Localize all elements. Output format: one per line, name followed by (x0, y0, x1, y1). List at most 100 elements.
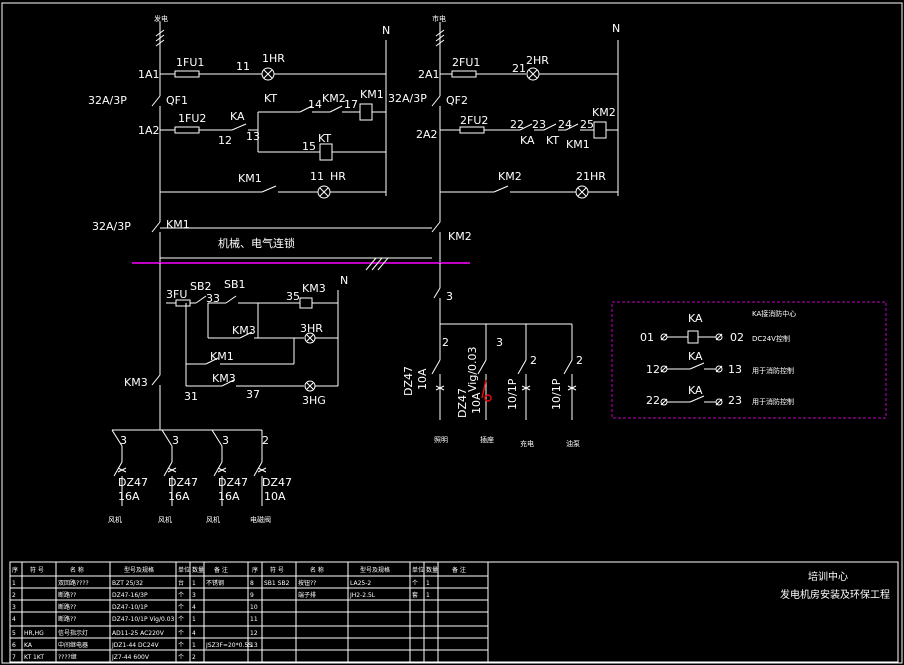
mains-2fu1: 2FU1 (452, 56, 480, 69)
legend-symbols (660, 330, 723, 406)
fan-branch-breaker: DZ47 (118, 476, 148, 489)
fan-sb1: SB1 (224, 278, 246, 291)
th-note: 备 注 (214, 566, 228, 574)
mains-2fu2: 2FU2 (460, 114, 488, 127)
table-cell: 4 (192, 604, 196, 611)
table-cell: 3 (192, 592, 196, 599)
legend-c2-to: 23 (728, 394, 742, 407)
gen-qf1: QF1 (166, 94, 188, 107)
th-symbol2: 符 号 (270, 566, 284, 574)
mains-km1: KM1 (566, 138, 590, 151)
gen-1a1: 1A1 (138, 68, 160, 81)
fan-branch-rating: 10A (264, 490, 286, 503)
table-cell: JZ7-44 600V (111, 654, 150, 661)
table-cell: 双回路???? (58, 579, 89, 587)
mains-21hr: 21HR (576, 170, 606, 183)
th-name2: 名 称 (310, 566, 324, 574)
th-qty2: 数量 (426, 566, 438, 574)
gen-source-label: 发电 (154, 14, 168, 23)
output-branches (431, 263, 577, 420)
mains-23: 23 (532, 118, 546, 131)
table-cell: 不锈钢 (206, 579, 224, 587)
fan-branch-pole: 2 (262, 434, 269, 447)
legend-c2-note: 用于消防控制 (752, 397, 794, 406)
table-cell: 断路?? (58, 615, 76, 623)
mains-circuit (431, 22, 619, 262)
fan-37: 37 (246, 388, 260, 401)
table-cell: ????继 (58, 653, 77, 661)
legend-c1-note: 用于消防控制 (752, 366, 794, 375)
table-cell: 个 (178, 592, 184, 599)
th-name: 名 称 (70, 566, 84, 574)
gen-17: 17 (344, 98, 358, 111)
legend-c1-from: 12 (646, 363, 660, 376)
mains-source-label: 市电 (432, 14, 446, 23)
fan-km3-contact2: KM3 (212, 372, 236, 385)
table-cell: JDZ1-44 DC24V (111, 642, 159, 649)
table-cell: 1 (192, 580, 196, 587)
table-cell: 12 (250, 630, 258, 637)
table-cell: 断路?? (58, 603, 76, 611)
table-cell: 台 (178, 579, 184, 587)
table-cell: 2 (12, 592, 16, 599)
mains-2a2: 2A2 (416, 128, 438, 141)
gen-km1-contact: KM1 (238, 172, 262, 185)
fan-branch-name: 风机 (206, 515, 220, 524)
fan-3hg: 3HG (302, 394, 326, 407)
titleblock-org: 培训中心 (808, 570, 848, 583)
gen-km2: KM2 (322, 92, 346, 105)
gen-hr-b: HR (330, 170, 346, 183)
table-cell: 9 (250, 592, 254, 599)
mains-22: 22 (510, 118, 524, 131)
gen-1fu2: 1FU2 (178, 112, 206, 125)
mains-km2-coil: KM2 (592, 106, 616, 119)
table-cell: 按钮?? (298, 579, 316, 587)
output-pole: 2 (576, 354, 583, 367)
gen-rating: 32A/3P (88, 94, 127, 107)
gen-12: 12 (218, 134, 232, 147)
table-cell: 1 (192, 616, 196, 623)
mains-kt: KT (546, 134, 559, 147)
fan-km3-main: KM3 (124, 376, 148, 389)
bus-tick (365, 257, 389, 271)
fan-feed (151, 263, 161, 430)
table-cell: 中间继电器 (58, 641, 88, 649)
gen-kt-coil: KT (318, 132, 331, 145)
mains-2hr: 2HR (526, 54, 549, 67)
table-cell: LA25-2 (350, 580, 371, 587)
parts-table-header: 序 符 号 名 称 型号及规格 单位 数量 备 注 序 符 号 名 称 型号及规… (12, 566, 466, 574)
table-cell: AD11-25 AC220V (112, 630, 165, 637)
table-cell: JH2-2.5L (349, 592, 376, 599)
fan-neutral: N (340, 274, 348, 287)
fan-branches (111, 429, 267, 506)
output-breaker-3: 10/1P (506, 378, 519, 410)
output-main-pole: 3 (446, 290, 453, 303)
fan-sb2: SB2 (190, 280, 212, 293)
fan-branch-breaker: DZ47 (218, 476, 248, 489)
table-cell: 4 (12, 616, 16, 623)
table-cell: 1 (12, 580, 16, 587)
mains-rating: 32A/3P (388, 92, 427, 105)
table-cell: KA (24, 642, 33, 649)
gen-kt: KT (264, 92, 277, 105)
output-breaker-1-rating: 10A (416, 368, 429, 390)
table-cell: 套 (412, 591, 418, 599)
table-cell: 个 (178, 654, 184, 661)
table-cell: 1 (192, 642, 196, 649)
parts-table-grid (9, 561, 899, 663)
table-cell: 1 (426, 580, 430, 587)
gen-13: 13 (246, 130, 260, 143)
th-unit: 单位 (178, 566, 190, 574)
gen-1hr: 1HR (262, 52, 285, 65)
table-cell: HR,HG (24, 630, 44, 637)
th-model2: 型号及规格 (360, 566, 390, 574)
table-cell: DZ47-16/3P (112, 592, 148, 599)
output-pole: 2 (530, 354, 537, 367)
legend-ka-title: KA (688, 312, 703, 325)
output-name-socket: 插座 (480, 435, 494, 444)
mains-ka: KA (520, 134, 535, 147)
legend-c1-ka: KA (688, 350, 703, 363)
fan-branch-name: 风机 (108, 515, 122, 524)
th-qty: 数量 (192, 566, 204, 574)
table-cell: 个 (178, 630, 184, 637)
